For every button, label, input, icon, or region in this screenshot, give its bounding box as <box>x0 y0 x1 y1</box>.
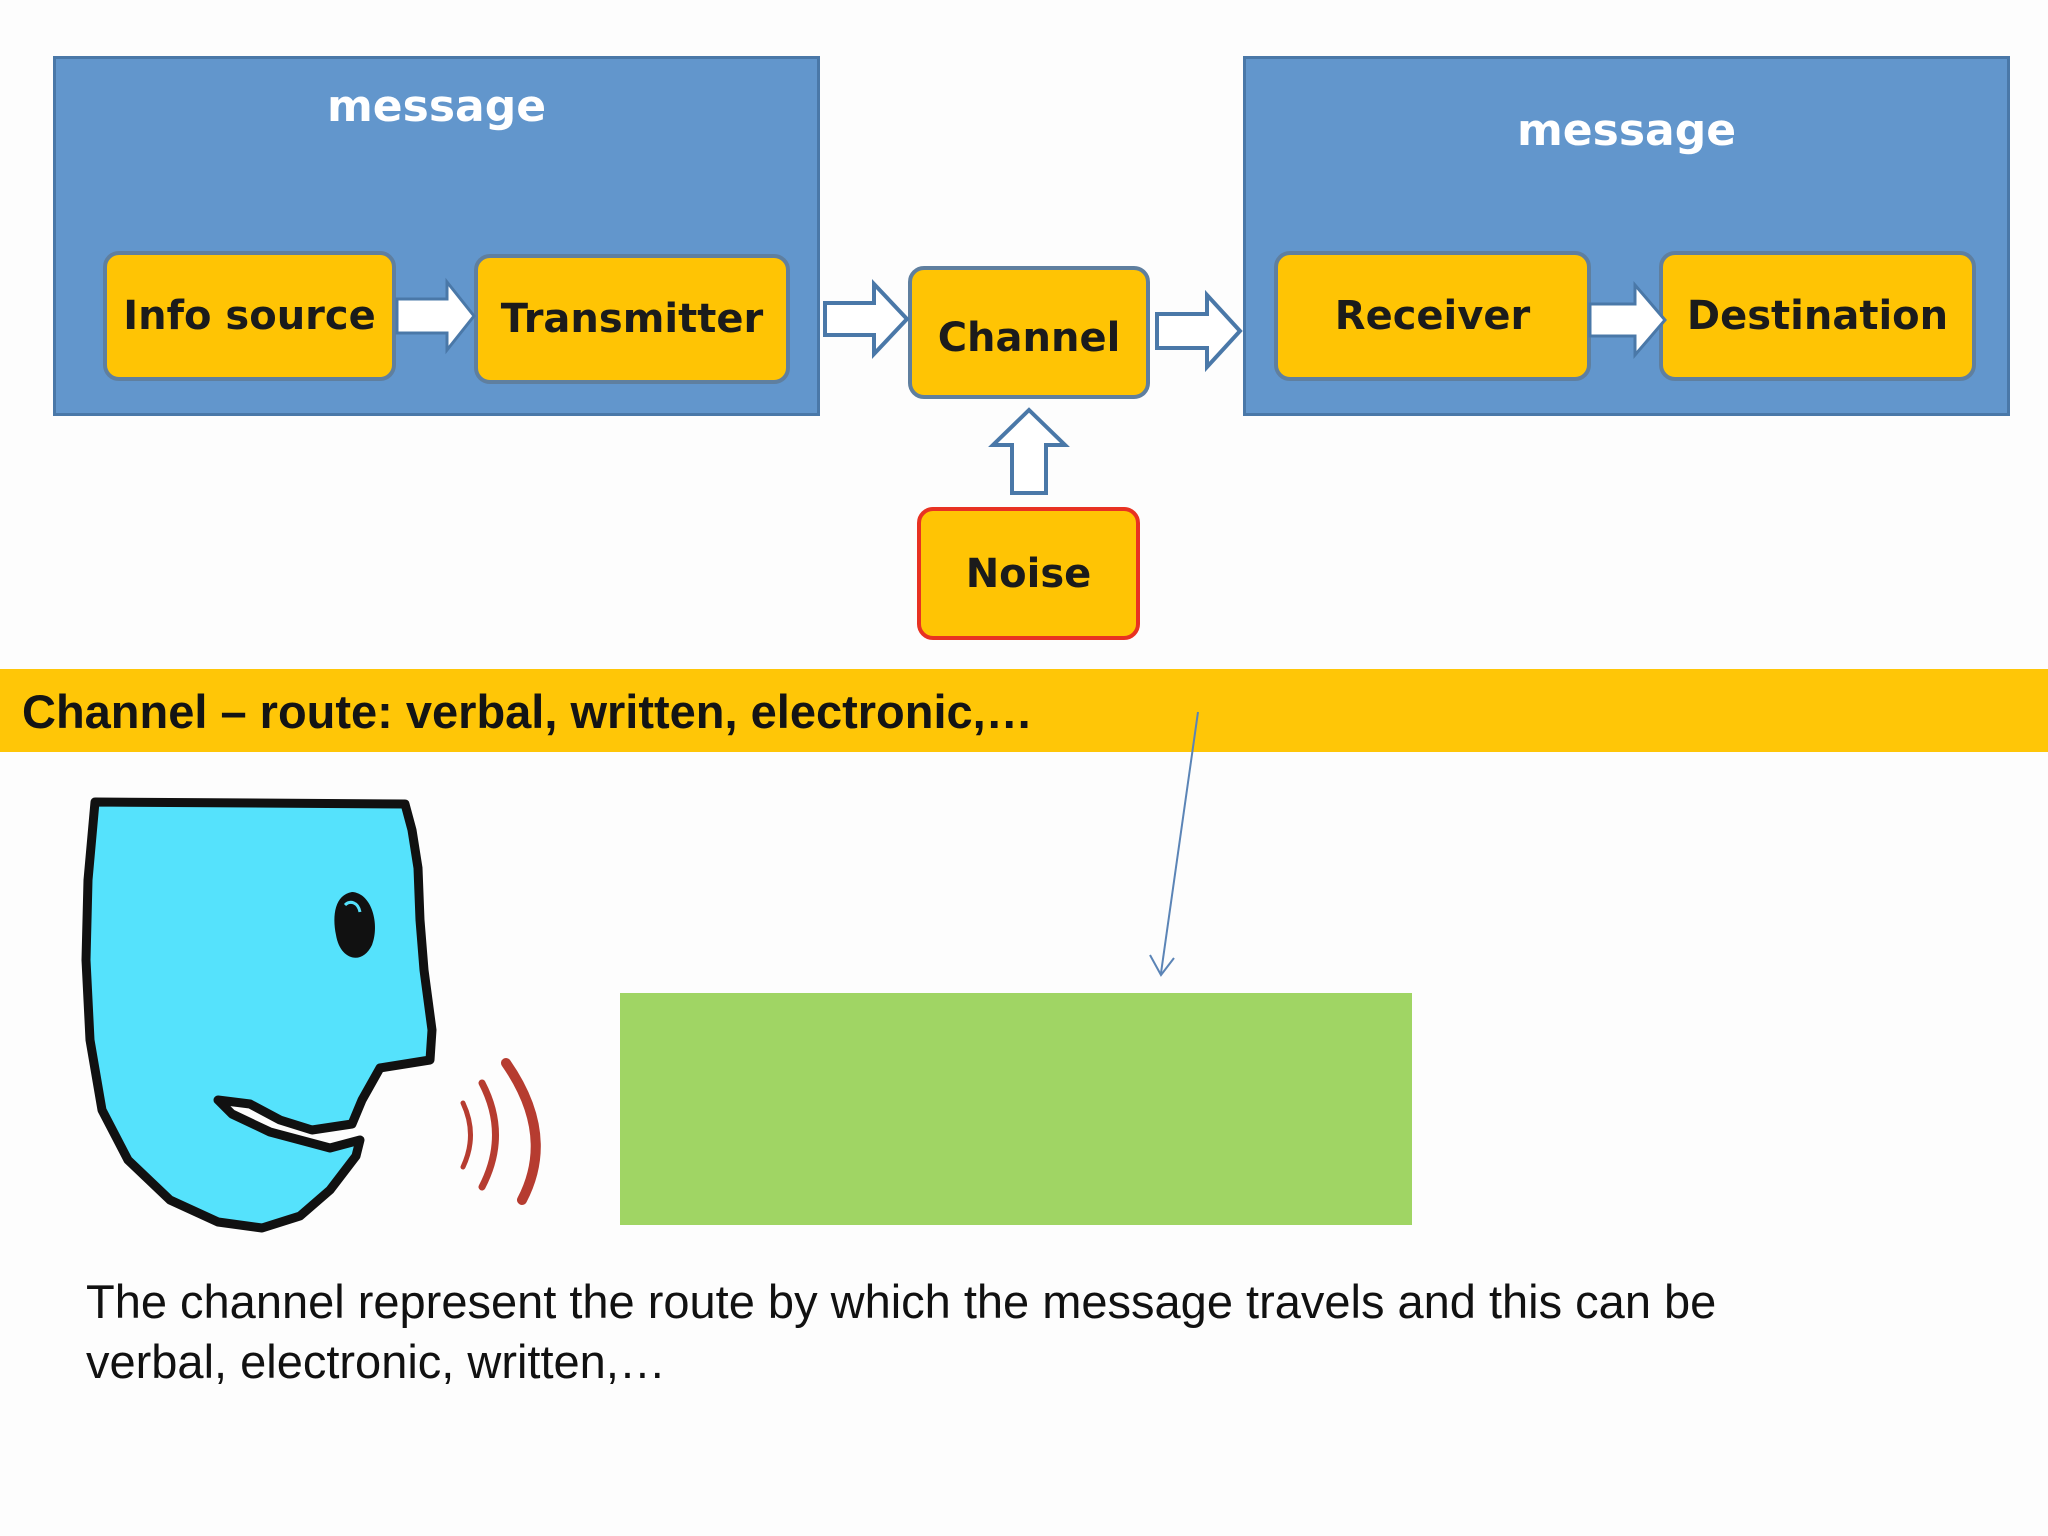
info-source-node: Info source <box>103 251 396 381</box>
destination-node: Destination <box>1659 251 1976 381</box>
arrow-info-to-transmitter <box>395 277 476 355</box>
caption-line-2: verbal, electronic, written,… <box>86 1335 666 1388</box>
caption-line-1: The channel represent the route by which… <box>86 1275 1717 1328</box>
channel-definition-banner: Channel – route: verbal, written, electr… <box>0 669 2048 752</box>
transmitter-node: Transmitter <box>474 254 790 384</box>
noise-node: Noise <box>917 507 1140 640</box>
receiver-node: Receiver <box>1274 251 1591 381</box>
arrow-receiver-to-destination <box>1588 280 1667 360</box>
sound-waves-icon <box>460 1058 541 1205</box>
arrow-noise-to-channel <box>988 407 1070 495</box>
channel-explanation-text: The channel represent the route by which… <box>86 1272 1986 1392</box>
head-icon <box>81 797 437 1233</box>
arrow-transmitter-to-channel <box>823 278 910 360</box>
banner-text: Channel – route: verbal, written, electr… <box>22 685 1033 738</box>
receiver-group-title: message <box>1516 105 1737 156</box>
channel-node: Channel <box>908 266 1150 399</box>
pointer-arrow <box>1149 711 1199 977</box>
channel-placeholder-box <box>620 993 1412 1225</box>
sender-group-title: message <box>326 81 547 132</box>
arrow-channel-to-receiver <box>1155 289 1243 373</box>
